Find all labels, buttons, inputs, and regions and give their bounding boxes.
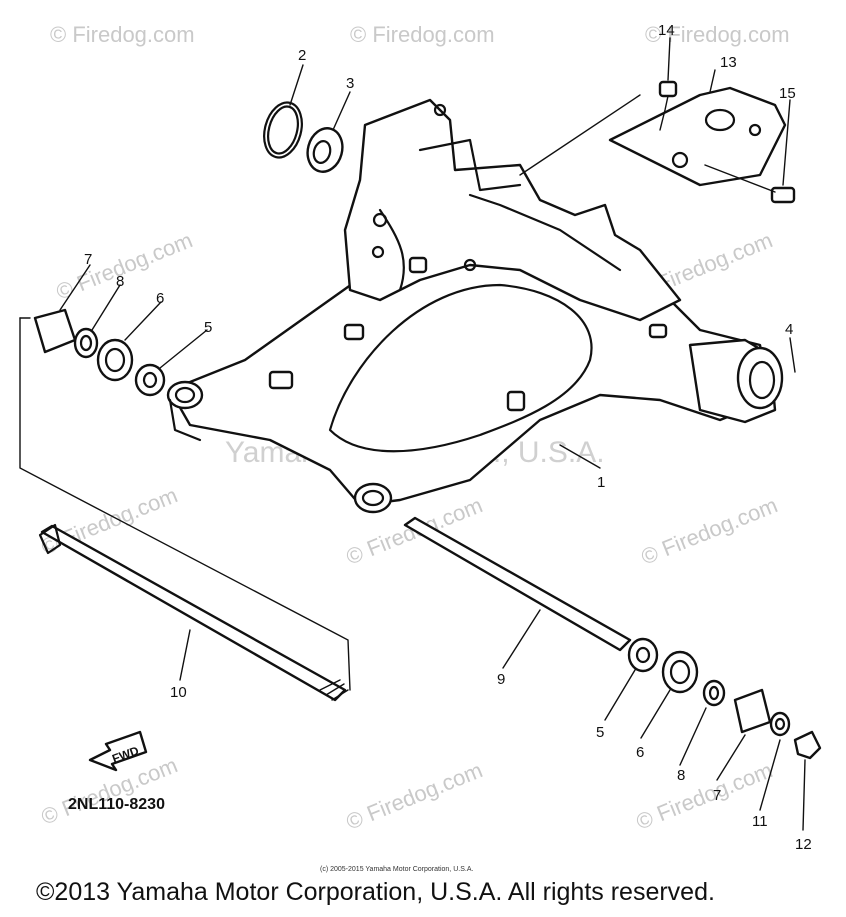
small-copyright: (c) 2005-2015 Yamaha Motor Corporation, …	[320, 866, 473, 873]
fwd-arrow: FWD	[88, 730, 148, 772]
callout-label: 7	[713, 787, 721, 804]
callout-label: 8	[116, 273, 124, 290]
o-ring-and-seal	[263, 101, 344, 173]
callout-label: 12	[795, 836, 812, 853]
callout-label: 5	[596, 724, 604, 741]
callout-label: 10	[170, 684, 187, 701]
left-bushing-stack	[33, 308, 166, 397]
watermark: © Firedog.com	[350, 22, 495, 47]
callout-label: 5	[204, 319, 212, 336]
watermark: © Firedog.com	[638, 492, 781, 569]
callout-label: 1	[597, 474, 605, 491]
callout-label: 14	[658, 22, 675, 39]
shafts	[38, 516, 632, 702]
callout-labels: 1 2 3 4 5 5 6 6 7 7 8 8 9 10 11 12 13 14…	[84, 22, 812, 853]
watermark: © Firedog.com	[38, 482, 181, 559]
callout-label: 8	[677, 767, 685, 784]
callout-label: 6	[636, 744, 644, 761]
part-code: 2NL110-8230	[68, 796, 165, 813]
callout-label: 15	[779, 85, 796, 102]
callout-label: 7	[84, 251, 92, 268]
copyright-notice: ©2013 Yamaha Motor Corporation, U.S.A. A…	[36, 878, 715, 906]
callout-label: 3	[346, 75, 354, 92]
callout-label: 11	[752, 813, 768, 830]
watermark: © Firedog.com	[50, 22, 195, 47]
leader-lines	[59, 37, 806, 831]
callout-label: 13	[720, 54, 737, 71]
bracket-assembly	[608, 80, 796, 204]
callout-label: 6	[156, 290, 164, 307]
callout-label: 4	[785, 321, 793, 338]
swingarm	[166, 98, 784, 514]
callout-label: 9	[497, 671, 505, 688]
watermark: © Firedog.com	[53, 227, 196, 304]
callout-label: 2	[298, 47, 306, 64]
watermark: © Firedog.com	[343, 757, 486, 834]
alignment-lines	[19, 317, 351, 691]
right-bushing-stack	[627, 637, 822, 760]
